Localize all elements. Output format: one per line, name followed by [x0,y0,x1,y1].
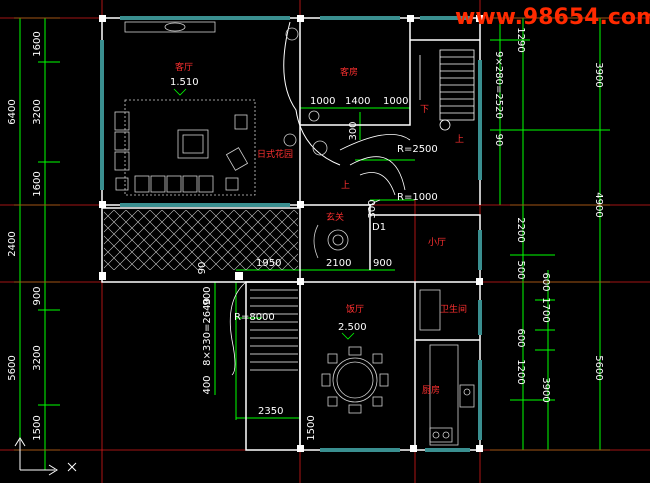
room-label-living: 客厅 [175,61,193,73]
dim-right-4900: 4900 [593,192,604,217]
dim-mid-1500: 1500 [306,415,317,440]
dim-right-stairs: 9×280=2520 [493,51,504,119]
stair-down-mark: 下 [420,105,429,115]
dim-left-1600b: 1600 [32,171,43,196]
watermark-text: www.98654.com [455,5,650,30]
dim-radius-1000: R=1000 [397,192,438,203]
dim-right-2200: 2200 [515,217,526,242]
dim-stair-steps: 8×330=2640 [202,298,213,366]
level-mark-living: 1.510 [170,77,199,88]
dim-mid-300a: 300 [348,121,359,140]
dim-right-3900a: 3900 [593,62,604,87]
dining-set [321,346,389,414]
dim-mid-1950: 1950 [256,258,281,269]
dim-mid-2350: 2350 [258,406,283,417]
dim-mid-300b: 300 [367,199,378,218]
dim-left-3200b: 3200 [32,345,43,370]
left-dimension-labels: 1600 3200 1600 6400 2400 900 3200 1500 5… [7,31,213,440]
dim-stair-900: 900 [202,286,213,305]
dim-right-600b: 600 [515,328,526,347]
dim-mid-1000a: 1000 [310,96,335,107]
dim-right-600a: 600 [540,272,551,291]
plants [283,27,328,156]
dim-right-5600: 5600 [593,355,604,380]
misc-labels: 90 90 上 上 下 [197,105,504,274]
room-label-kitchen: 厨房 [422,384,440,396]
dim-left-5600: 5600 [7,355,18,380]
dim-mid-1400: 1400 [345,96,370,107]
middle-dimension-labels: 1000 1400 1000 300 300 1950 2100 900 235… [234,96,438,441]
columns [99,15,483,452]
room-labels: 客厅 客房 玄关 小厅 饭厅 卫生间 厨房 日式花园 [175,61,467,396]
dim-misc-90a: 90 [197,262,208,275]
ucs-axis-icon [14,437,77,476]
sofa-set [114,99,256,196]
dim-right-1700: 1700 [540,297,551,322]
room-label-toilet: 卫生间 [440,303,467,315]
dim-radius-2500: R=2500 [397,144,438,155]
level-marks: 1.510 2.500 [170,77,367,333]
dim-left-6400: 6400 [7,99,18,124]
dim-stair-400: 400 [202,375,213,394]
dim-d1: D1 [372,222,386,233]
dim-right-1290: 1290 [515,27,526,52]
dim-left-3200a: 3200 [32,99,43,124]
dim-left-900: 900 [32,286,43,305]
dim-right-1200: 1200 [515,359,526,384]
level-mark-symbols [173,88,355,340]
curved-stairs [339,134,411,216]
dim-mid-900: 900 [373,258,392,269]
room-label-garden: 日式花园 [257,148,293,160]
kitchen-fixtures [429,344,475,446]
room-label-small-hall: 小厅 [428,237,446,248]
room-label-bedroom: 客房 [340,66,358,78]
dim-left-1600a: 1600 [32,31,43,56]
dim-right-500: 500 [515,260,526,279]
windows [100,16,482,452]
room-label-entrance: 玄关 [326,211,344,223]
dim-mid-2100: 2100 [326,258,351,269]
entrance-ornament [313,224,349,259]
stair-up-mark-b: 上 [455,134,464,145]
stairs-upper-right [419,49,475,131]
right-dimension-labels: 1290 9×280=2520 3900 4900 2200 500 600 1… [493,27,604,402]
dim-misc-90b: 90 [493,134,504,147]
garden-curve [283,21,341,166]
stairs-lower-left [229,281,298,376]
stair-up-mark-a: 上 [341,180,350,191]
bathroom-fixtures [419,289,441,331]
dim-right-3900b: 3900 [540,377,551,402]
dim-left-2400: 2400 [7,231,18,256]
tv-cabinet [124,21,216,33]
level-mark-dining: 2.500 [338,322,367,333]
terrace-hatch [104,210,298,270]
dim-radius-8000: R=8000 [234,312,275,323]
room-label-dining: 饭厅 [346,303,364,315]
dim-left-1500: 1500 [32,415,43,440]
dim-mid-1000b: 1000 [383,96,408,107]
